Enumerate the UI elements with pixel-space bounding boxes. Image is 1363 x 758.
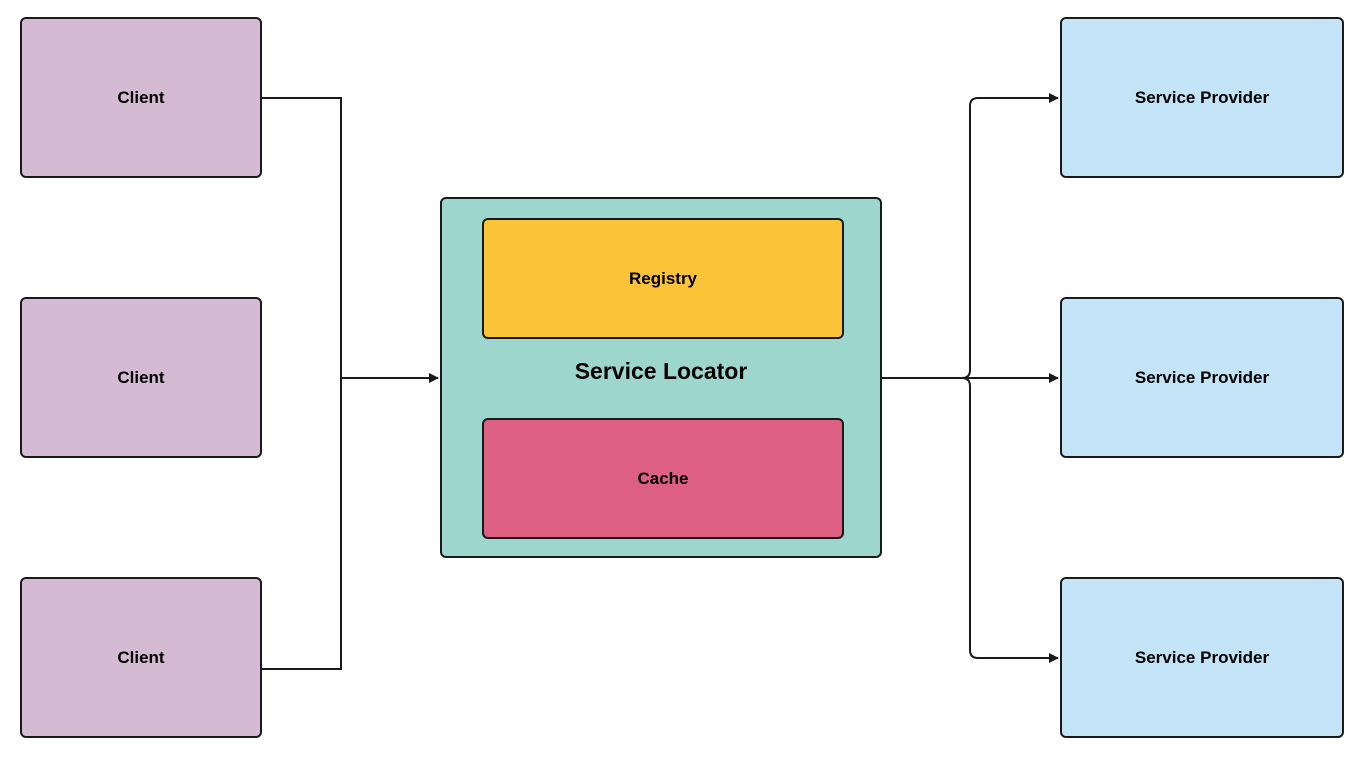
arrow-to-provider-1 [961,93,1059,379]
connector-client-3 [262,378,342,670]
cache-label: Cache [637,468,689,488]
service-locator-title: Service Locator [574,358,748,384]
service-provider-label: Service Provider [1134,647,1270,667]
service-provider-box-1: Service Provider [1060,17,1344,178]
service-provider-label: Service Provider [1134,87,1270,107]
registry-box: Registry [482,218,844,339]
cache-box: Cache [482,418,844,539]
arrow-to-provider-3 [961,377,1059,663]
service-provider-label: Service Provider [1134,367,1270,387]
service-provider-box-2: Service Provider [1060,297,1344,458]
client-label: Client [117,87,165,107]
connector-client-1 [262,97,342,378]
client-label: Client [117,367,165,387]
registry-label: Registry [628,268,698,288]
client-box-3: Client [20,577,262,738]
client-box-1: Client [20,17,262,178]
service-provider-box-3: Service Provider [1060,577,1344,738]
service-locator-box: Registry Service Locator Cache [440,197,882,558]
client-label: Client [117,647,165,667]
client-box-2: Client [20,297,262,458]
